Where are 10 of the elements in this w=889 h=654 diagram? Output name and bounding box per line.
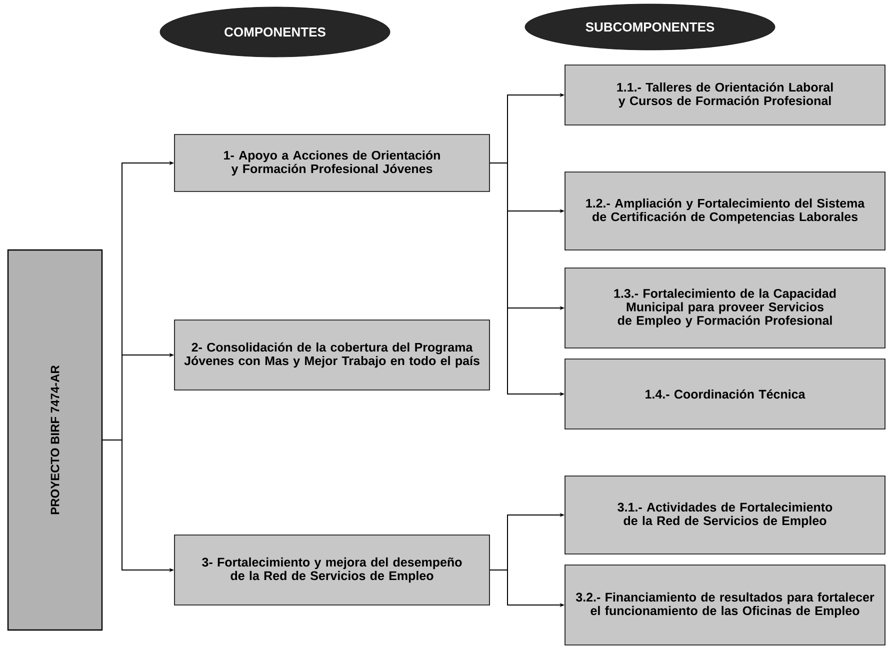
- component-box: 2- Consolidación de la cobertura del Programa Jóvenes con Mas y Mejor Trabajo en todo el país: [174, 320, 490, 390]
- subcomponent-box: 3.2.- Financiamiento de resultados para fortalecer el funcionamiento de las Oficinas de Empleo: [564, 564, 886, 646]
- project-box: PROYECTO BIRF 7474-AR: [7, 249, 103, 631]
- subcomponent-box: 1.4.- Coordinación Técnica: [564, 358, 886, 430]
- subcomponent-box: 1.1.- Talleres de Orientación Laboral y Cursos de Formación Profesional: [564, 64, 886, 126]
- subcomponent-box: 1.3.- Fortalecimiento de la Capacidad Municipal para proveer Servicios de Empleo y Formación Profesional: [564, 268, 886, 348]
- subcomponent-box: 1.2.- Ampliación y Fortalecimiento del Sistema de Certificación de Competencias Laborales: [564, 172, 886, 250]
- subcomponent-box: 3.1.- Actividades de Fortalecimiento de la Red de Servicios de Empleo: [564, 476, 886, 554]
- component-box: 3- Fortalecimiento y mejora del desempeño de la Red de Servicios de Empleo: [174, 534, 490, 606]
- component-box: 1- Apoyo a Acciones de Orientación y Formación Profesional Jóvenes: [174, 134, 490, 192]
